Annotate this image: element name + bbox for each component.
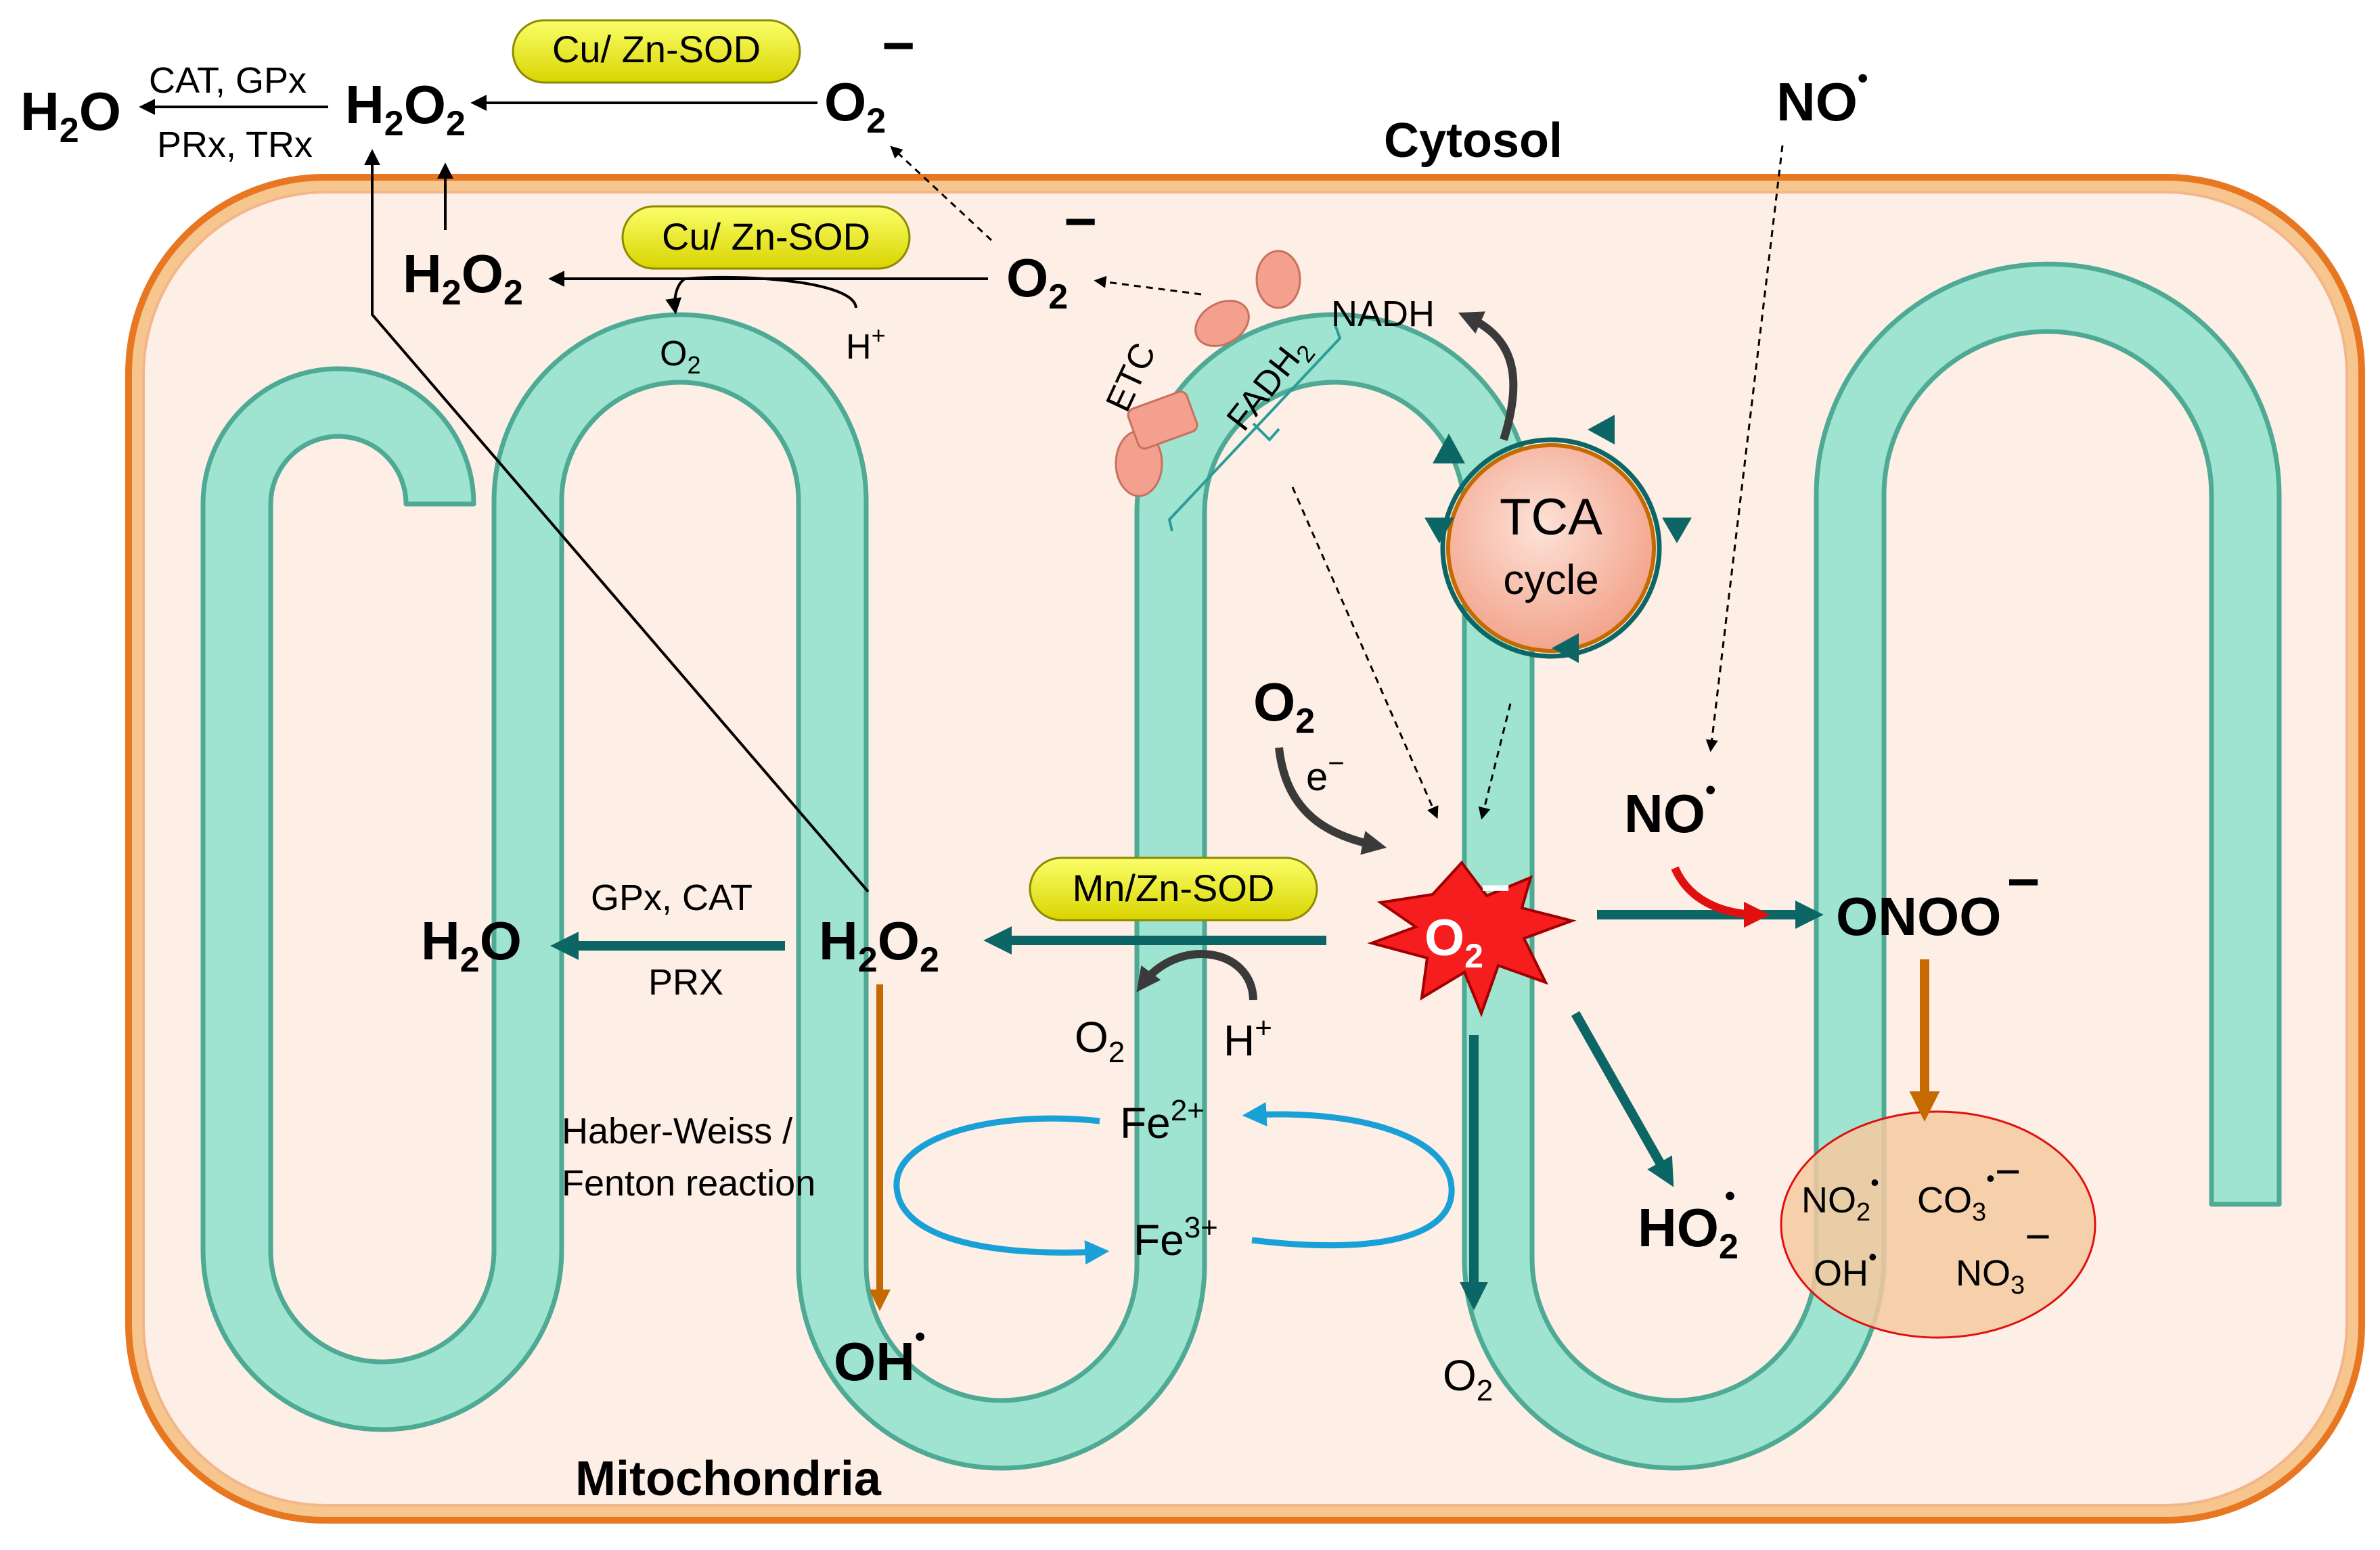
h2o2-ims-label: H2O2 — [403, 244, 523, 313]
h2o-cytosol-label: H2O — [20, 81, 121, 150]
mn-zn-sod-label: Mn/Zn-SOD — [1073, 867, 1275, 909]
tca-cycle-label: cycle — [1503, 557, 1598, 603]
arrow-h-plus-to-o2 — [1136, 950, 1257, 1001]
arrow-dotted-etc-to-o2 — [1094, 275, 1202, 296]
cu-zn-sod-top-label: Cu/ Zn-SOD — [552, 28, 761, 70]
tca-label: TCA — [1500, 488, 1602, 546]
arrow-dotted-tca-to-superoxide — [1478, 703, 1512, 820]
no2-radical-label: NO2• — [1801, 1168, 1879, 1227]
no3-anion-label: NO3− — [1956, 1211, 2051, 1300]
co3-radical-anion-label: CO3•− — [1917, 1146, 2021, 1227]
no-radical-matrix-label: NO• — [1624, 773, 1715, 844]
electron-label: e− — [1306, 747, 1345, 799]
fadh2-bracket — [1167, 324, 1342, 532]
oh-radical-product-label: OH• — [1814, 1243, 1877, 1294]
fe2-label: Fe2+ — [1120, 1094, 1205, 1147]
cu-zn-sod-mid-badge: Cu/ Zn-SOD — [621, 205, 911, 270]
hydroperoxyl-label: HO2• — [1638, 1179, 1738, 1267]
h2o2-matrix-label: H2O2 — [819, 911, 939, 980]
prx-trx-label: PRx, TRx — [157, 124, 313, 165]
no-radical-cytosol-label: NO• — [1776, 62, 1868, 132]
arrow-fe3-to-fe2 — [1242, 1101, 1455, 1249]
h2o-matrix-label: H2O — [421, 911, 522, 980]
o2-superoxide-ims-label: O2− — [1006, 189, 1097, 317]
fe3-label: Fe3+ — [1133, 1211, 1218, 1264]
arrow-dotted-no-cyto-to-matrix — [1705, 145, 1784, 752]
o2-matrix-product-label: O2 — [1075, 1013, 1125, 1069]
superoxide-label: O2− — [1424, 859, 1510, 975]
o2-matrix-label: O2 — [1253, 672, 1315, 741]
peroxynitrite-label: ONOO− — [1836, 850, 2040, 947]
superoxide-burst — [1367, 860, 1577, 1018]
mn-zn-sod-badge: Mn/Zn-SOD — [1029, 857, 1318, 921]
o2-superoxide-cytosol-label: O2− — [824, 14, 915, 141]
cytosol-label: Cytosol — [1384, 114, 1563, 168]
prx-matrix-label: PRX — [648, 962, 723, 1003]
cu-zn-sod-mid-label: Cu/ Zn-SOD — [662, 215, 870, 258]
o2-bottom-label: O2 — [1443, 1351, 1493, 1407]
arrow-dotted-mid-o2-up — [890, 145, 993, 242]
tca-cycle — [1424, 415, 1692, 663]
cristae — [200, 261, 2282, 1471]
haber-weiss-label: Haber-Weiss / — [562, 1111, 792, 1152]
nadh-label: NADH — [1331, 294, 1435, 334]
gpx-cat-label: GPx, CAT — [591, 877, 753, 918]
o2-ims-label: O2 — [660, 334, 700, 379]
arrow-no-to-onoo — [1671, 866, 1770, 928]
hydroxyl-radical-label: OH• — [834, 1320, 925, 1392]
h-plus-matrix-label: H+ — [1223, 1011, 1272, 1065]
arrow-ims-h-plus-curve — [665, 275, 857, 315]
arrow-superoxide-to-ho2 — [1571, 1011, 1674, 1187]
arrow-o2-to-superoxide — [1275, 747, 1387, 855]
h2o2-cytosol-label: H2O2 — [345, 74, 466, 143]
arrow-fe2-to-fe3 — [893, 1115, 1110, 1265]
mitochondria-label: Mitochondria — [575, 1452, 882, 1506]
h-plus-ims-label: H+ — [846, 321, 886, 367]
fenton-reaction-label: Fenton reaction — [562, 1163, 815, 1204]
cat-gpx-label: CAT, GPx — [149, 60, 307, 101]
nadh-arrow — [1458, 311, 1518, 441]
etc-complexes — [1115, 250, 1301, 497]
cu-zn-sod-top-badge: Cu/ Zn-SOD — [512, 19, 801, 84]
arrow-matrix-h2o2-to-cytosol — [364, 149, 870, 893]
